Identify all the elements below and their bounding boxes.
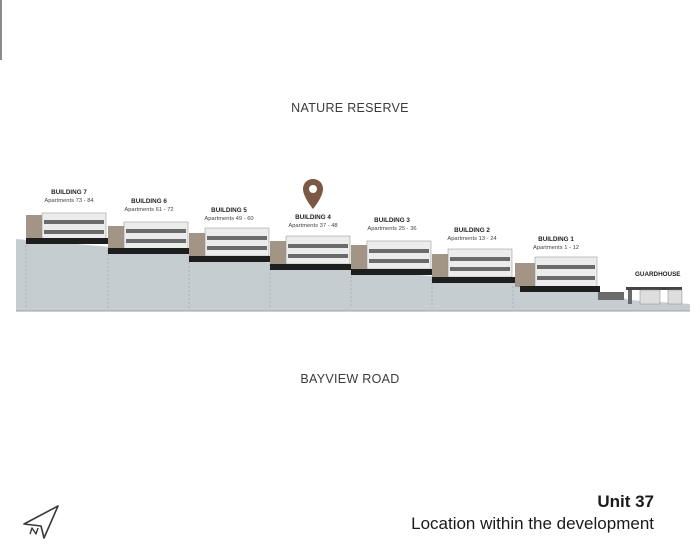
page-edge-rule [0, 0, 2, 60]
building-5-elevation [189, 227, 273, 262]
guardhouse-label: GUARDHOUSE [635, 271, 681, 278]
building-4-apartments: Apartments 37 - 48 [288, 223, 338, 229]
location-pin-icon [303, 179, 323, 209]
building-1-apartments: Apartments 1 - 12 [532, 245, 580, 251]
building-7-apartments: Apartments 73 - 84 [44, 198, 94, 204]
building-2-label: BUILDING 2 Apartments 13 - 24 [447, 226, 496, 244]
section-gridlines [25, 245, 514, 308]
north-arrow-icon [23, 505, 59, 539]
building-6-apartments: Apartments 61 - 72 [124, 207, 174, 213]
building-3-label: BUILDING 3 Apartments 25 - 36 [367, 216, 416, 234]
building-2-elevation [432, 248, 516, 283]
building-3-elevation [351, 240, 435, 275]
building-5-name: BUILDING 5 [211, 207, 247, 214]
bayview-road-label: BAYVIEW ROAD [300, 372, 400, 386]
building-7-label: BUILDING 7 Apartments 73 - 84 [44, 188, 93, 206]
building-6-name: BUILDING 6 [131, 198, 167, 205]
building-3-name: BUILDING 3 [374, 217, 410, 224]
building-7-elevation [26, 212, 110, 244]
location-caption: Location within the development [411, 514, 654, 533]
guardhouse-elevation [626, 287, 683, 305]
building-5-label: BUILDING 5 Apartments 49 - 60 [204, 206, 253, 224]
building-3-apartments: Apartments 25 - 36 [367, 226, 417, 232]
building-2-apartments: Apartments 13 - 24 [447, 236, 497, 242]
building-1-elevation [515, 256, 624, 300]
building-4-label: BUILDING 4 Apartments 37 - 48 [288, 213, 337, 231]
nature-reserve-label: NATURE RESERVE [291, 101, 409, 115]
building-1-name: BUILDING 1 [538, 236, 574, 243]
building-2-name: BUILDING 2 [454, 227, 490, 234]
building-1-label: BUILDING 1 Apartments 1 - 12 [533, 235, 579, 253]
building-5-apartments: Apartments 49 - 60 [204, 216, 254, 222]
building-6-elevation [108, 221, 192, 254]
building-7-name: BUILDING 7 [51, 189, 87, 196]
building-4-name: BUILDING 4 [295, 214, 331, 221]
building-6-label: BUILDING 6 Apartments 61 - 72 [124, 197, 173, 215]
unit-title: Unit 37 [597, 492, 654, 511]
building-4-elevation [270, 235, 354, 270]
